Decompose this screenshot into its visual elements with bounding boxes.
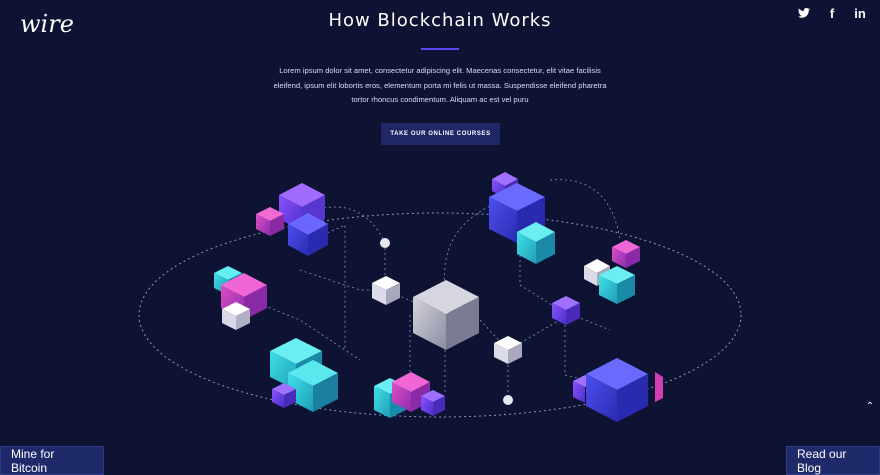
social-links: f in bbox=[790, 5, 874, 21]
cube-white-small bbox=[372, 276, 522, 364]
orbit-ring bbox=[138, 212, 742, 418]
title-divider bbox=[421, 48, 459, 50]
node-dot bbox=[503, 395, 513, 405]
wire-logo[interactable]: wire bbox=[20, 8, 90, 40]
cube-cluster-bottom-center bbox=[374, 372, 445, 418]
cube-cluster-bottom-left bbox=[270, 338, 338, 412]
cube-cluster-right bbox=[552, 240, 640, 325]
intro-text: Lorem ipsum dolor sit amet, consectetur … bbox=[270, 64, 610, 108]
intro-line: Lorem ipsum dolor sit amet, consectetur … bbox=[279, 66, 601, 75]
cube-cluster-top-left bbox=[256, 183, 328, 256]
scroll-top-icon[interactable]: ⌃ bbox=[865, 400, 875, 412]
cube-cluster-top-right bbox=[489, 172, 555, 264]
intro-line: eleifend, ipsum elit lobortis eros, elem… bbox=[273, 80, 607, 90]
intro-line: tortor rhoncus condimentum. Aliquam ac e… bbox=[351, 95, 529, 104]
twitter-icon[interactable] bbox=[790, 5, 818, 21]
linkedin-icon[interactable]: in bbox=[854, 5, 866, 21]
page-title: How Blockchain Works bbox=[328, 10, 552, 31]
node-dot bbox=[380, 238, 390, 248]
cube-center-large bbox=[413, 280, 479, 350]
cube-cluster-bottom-right bbox=[573, 358, 663, 422]
read-blog-button[interactable]: Read our Blog bbox=[786, 446, 880, 475]
logo-text: wire bbox=[20, 10, 74, 38]
online-courses-button[interactable]: TAKE OUR ONLINE COURSES bbox=[381, 123, 500, 145]
cube-cluster-left bbox=[214, 266, 267, 330]
facebook-icon[interactable]: f bbox=[829, 5, 835, 21]
mine-bitcoin-button[interactable]: Mine for Bitcoin bbox=[0, 446, 104, 475]
